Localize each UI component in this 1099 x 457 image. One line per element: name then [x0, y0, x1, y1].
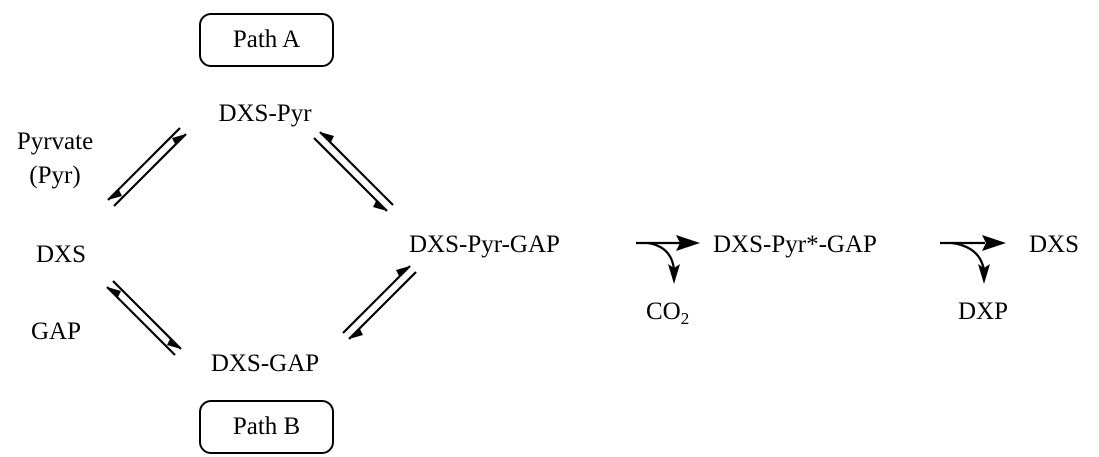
species-dxs-gap: DXS-GAP: [210, 350, 320, 377]
species-dxs-pyr-gap: DXS-Pyr-GAP: [409, 231, 560, 258]
equilibrium-arrow-dxs-gap-to-ternary: [342, 265, 417, 340]
reagent-pyruvate-line2: (Pyr): [29, 162, 81, 189]
species-dxs-pyr-star-gap: DXS-Pyr*-GAP: [713, 231, 877, 258]
co2-subscript: 2: [680, 309, 690, 328]
byproduct-dxp: DXP: [958, 298, 1009, 325]
arrowhead: [373, 201, 387, 211]
arrowhead: [107, 287, 121, 297]
co2-base: CO: [646, 298, 681, 325]
species-dxs-product: DXS: [1029, 231, 1080, 258]
arrowhead: [108, 190, 122, 200]
species-dxs: DXS: [36, 241, 87, 268]
path-b-box: Path B: [199, 400, 334, 454]
arrowhead: [982, 235, 1006, 251]
arrowhead: [676, 235, 700, 251]
equilibrium-arrow-dxs-to-dxs-gap: [106, 280, 182, 356]
arrowhead: [668, 264, 680, 284]
path-a-label: Path A: [232, 26, 301, 53]
product-release-arrow: [940, 241, 986, 271]
decarboxylation-arrow: [636, 241, 680, 271]
species-dxs-pyr: DXS-Pyr: [218, 100, 312, 127]
arrowhead: [172, 134, 186, 144]
arrowhead: [349, 329, 363, 339]
arrowhead: [320, 132, 334, 142]
equilibrium-arrow-dxs-pyr-to-ternary: [313, 131, 394, 212]
arrowhead: [167, 339, 181, 349]
byproduct-co2: CO2: [646, 297, 689, 327]
reagent-pyruvate-line1: Pyrvate: [16, 128, 94, 155]
path-b-label: Path B: [232, 413, 301, 440]
path-a-box: Path A: [199, 13, 334, 67]
arrowhead: [978, 264, 990, 284]
arrowhead: [396, 266, 410, 276]
equilibrium-arrow-dxs-to-dxs-pyr: [107, 127, 187, 207]
reagent-gap: GAP: [31, 318, 82, 345]
